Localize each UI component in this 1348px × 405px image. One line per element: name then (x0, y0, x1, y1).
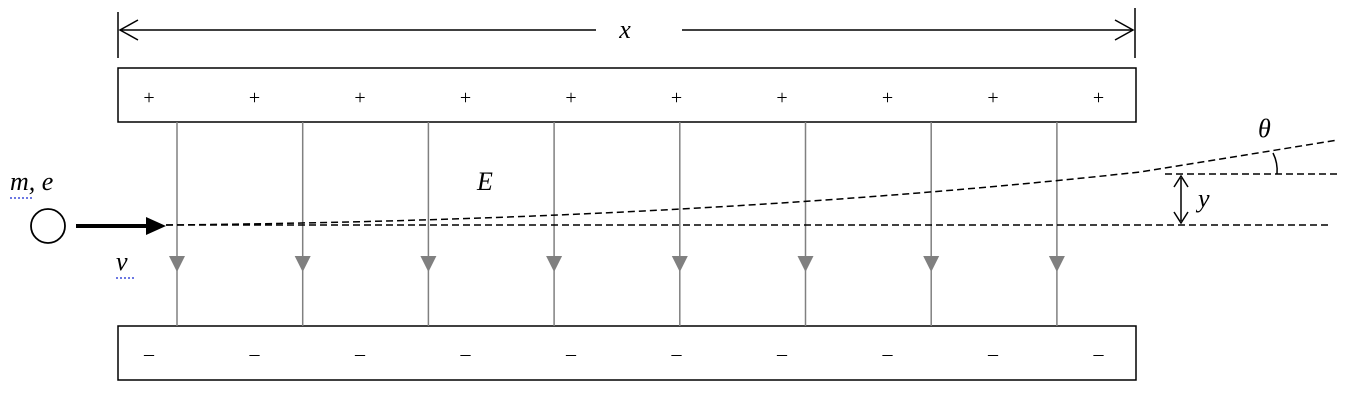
trajectory-curve (165, 139, 1339, 226)
velocity-label: v (116, 247, 128, 276)
bottom-plate-sign: – (987, 343, 999, 365)
bottom-plate (117, 325, 1137, 381)
velocity-arrowhead (146, 217, 166, 235)
deflection-marker (1173, 174, 1189, 225)
top-plate-sign: + (1093, 87, 1104, 109)
top-plate-signs: + + + + + + + + + + (143, 87, 1104, 109)
angle-arc (1272, 152, 1278, 175)
field-line (420, 122, 437, 326)
field-line (294, 122, 311, 326)
bottom-plate-sign: – (671, 343, 683, 365)
bottom-plate-sign: – (565, 343, 577, 365)
bottom-plate-sign: – (249, 343, 261, 365)
field-line (671, 122, 688, 326)
field-line (797, 122, 814, 326)
top-plate-sign: + (249, 87, 260, 109)
top-plate-sign: + (987, 87, 998, 109)
particle (30, 208, 66, 244)
top-plate-sign: + (882, 87, 893, 109)
top-plate-sign: + (460, 87, 471, 109)
bottom-plate-sign: – (1093, 343, 1105, 365)
particle-label: m, e (10, 167, 53, 196)
field-line (546, 122, 563, 326)
bottom-plate-sign: – (776, 343, 788, 365)
top-plate-sign: + (565, 87, 576, 109)
field-line (1048, 122, 1065, 326)
field-label: E (476, 167, 493, 196)
field-line (169, 122, 185, 326)
bottom-plate-signs: –––––––––– (143, 343, 1105, 365)
bottom-plate-sign: – (354, 343, 366, 365)
electric-field-lines (169, 122, 1065, 326)
top-plate (117, 67, 1137, 123)
angle-label: θ (1258, 114, 1271, 143)
bottom-plate-sign: – (460, 343, 472, 365)
top-plate-sign: + (776, 87, 787, 109)
width-label: x (618, 15, 631, 44)
top-plate-sign: + (671, 87, 682, 109)
field-line (923, 122, 940, 326)
bottom-plate-sign: – (882, 343, 894, 365)
width-dimension (117, 8, 1136, 58)
top-plate-sign: + (354, 87, 365, 109)
bottom-plate-sign: – (143, 343, 155, 365)
deflection-label: y (1195, 184, 1210, 213)
top-plate-sign: + (143, 87, 154, 109)
